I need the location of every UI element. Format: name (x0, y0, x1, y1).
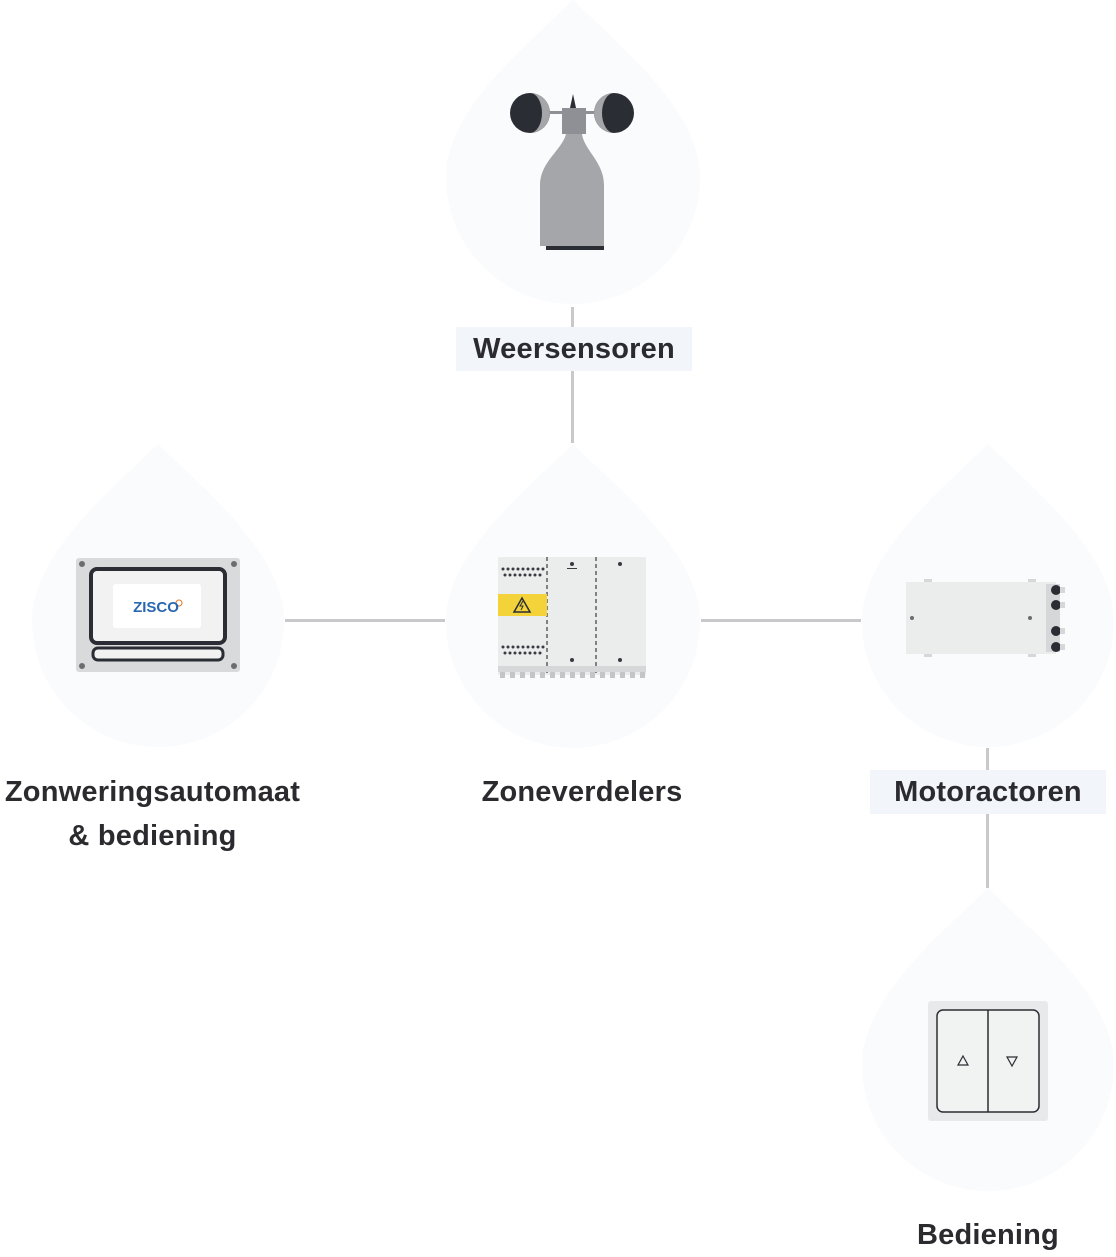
brand-logo: ZISCO (133, 599, 179, 616)
label-bediening: Bediening (917, 1219, 1059, 1251)
label-weersensoren: Weersensoren (456, 327, 692, 371)
node-controller: ZISCO (32, 444, 284, 747)
zone-distributor-icon (498, 557, 646, 678)
label-line-1: Zonweringsautomaat (4, 776, 301, 808)
connector-controller-zone (285, 619, 445, 622)
label-zoneverdelers: Zoneverdelers (481, 776, 683, 808)
controller-panel-icon (76, 558, 240, 672)
anemometer-icon (510, 93, 634, 250)
label-motoractoren: Motoractoren (870, 770, 1106, 814)
node-motor (862, 444, 1114, 747)
label-line-2: & bediening (68, 820, 237, 852)
connector-weather-zone (571, 307, 574, 443)
connector-zone-motor (701, 619, 861, 622)
up-down-switch-icon (928, 1001, 1048, 1121)
node-weather (446, 0, 700, 304)
label-zonweringsautomaat: Zonweringsautomaat & bediening (0, 770, 305, 858)
connector-motor-switch (986, 748, 989, 888)
motor-actuator-icon (906, 579, 1065, 657)
node-zone (446, 444, 700, 748)
node-switch (862, 888, 1114, 1191)
